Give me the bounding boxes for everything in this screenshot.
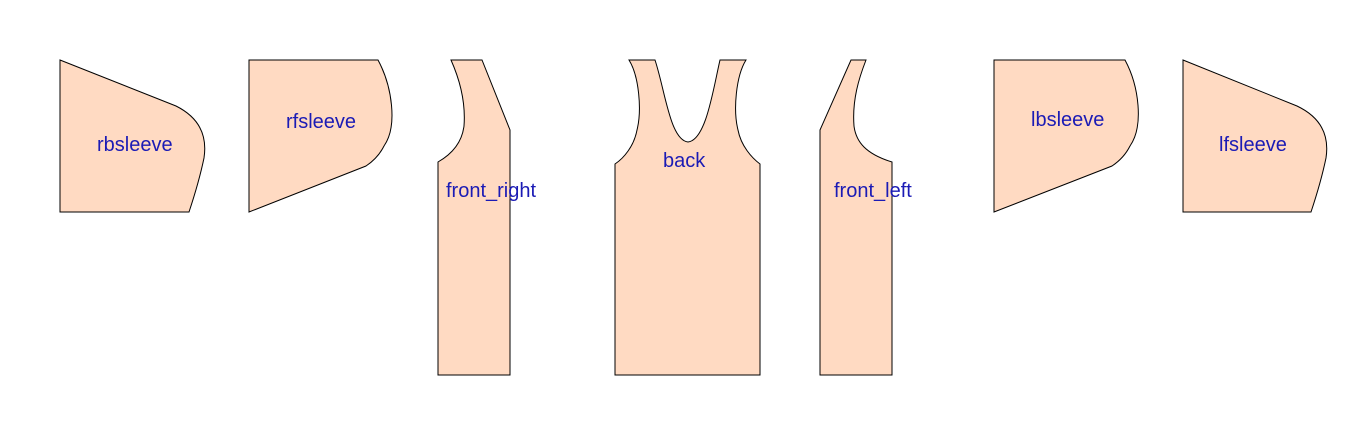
lbsleeve-label: lbsleeve	[1031, 109, 1104, 131]
lbsleeve-shape	[993, 59, 1139, 213]
piece-lbsleeve: lbsleeve	[993, 59, 1139, 213]
front-left-shape	[819, 59, 893, 376]
back-label: back	[663, 150, 706, 172]
piece-rbsleeve: rbsleeve	[59, 59, 206, 213]
rfsleeve-label: rfsleeve	[286, 111, 356, 133]
piece-lfsleeve: lfsleeve	[1182, 59, 1328, 213]
rbsleeve-label: rbsleeve	[97, 134, 173, 156]
lfsleeve-label: lfsleeve	[1219, 134, 1287, 156]
front-right-shape	[437, 59, 511, 376]
piece-front-right: front_right	[437, 59, 536, 376]
piece-front-left: front_left	[819, 59, 912, 376]
rfsleeve-shape	[248, 59, 393, 213]
front-left-label: front_left	[834, 180, 912, 202]
back-shape	[614, 59, 761, 376]
piece-back: back	[614, 59, 761, 376]
piece-rfsleeve: rfsleeve	[248, 59, 393, 213]
rbsleeve-shape	[59, 59, 206, 213]
lfsleeve-shape	[1182, 59, 1328, 213]
front-right-label: front_right	[446, 180, 536, 202]
